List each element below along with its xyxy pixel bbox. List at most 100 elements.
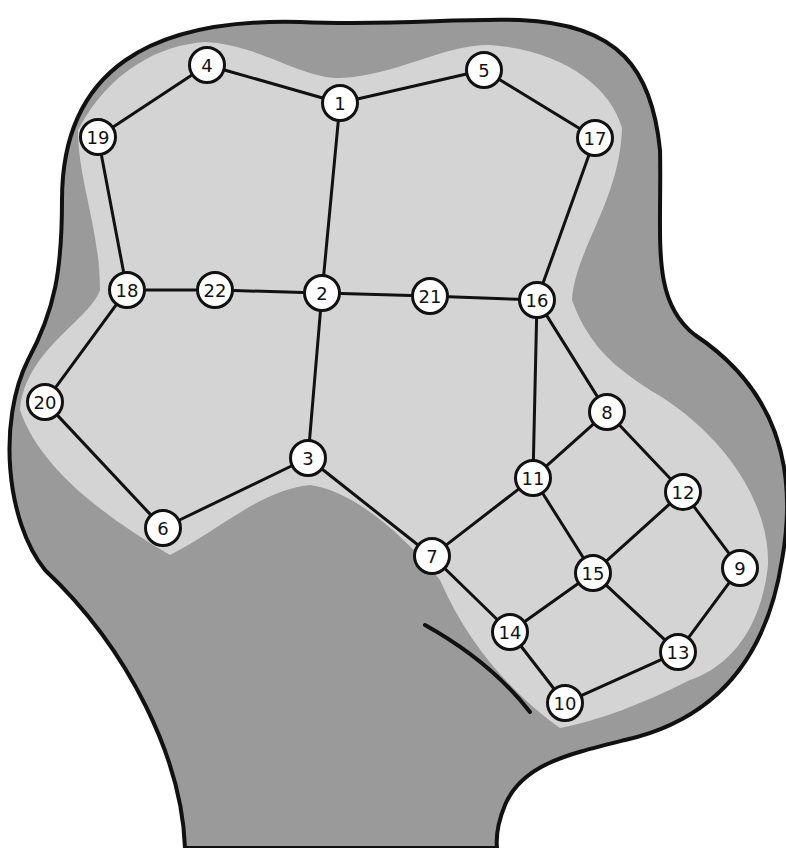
callout-circle: 17	[576, 119, 614, 157]
callout-circle: 20	[26, 383, 64, 421]
callout-number: 18	[116, 280, 139, 301]
connector-line	[533, 319, 536, 459]
connector-line	[500, 80, 579, 128]
callout-number: 8	[601, 402, 612, 423]
connector-line	[58, 416, 150, 514]
circle-shape	[323, 86, 358, 121]
callout-number: 1	[334, 93, 345, 114]
callout-number: 2	[316, 283, 327, 304]
callout-circle: 4	[188, 46, 226, 84]
callout-circle: 7	[413, 537, 451, 575]
callout-number: 13	[667, 642, 690, 663]
callout-circle: 21	[411, 277, 449, 315]
connector-line	[547, 316, 597, 396]
circle-shape	[415, 539, 450, 574]
callout-number: 15	[582, 563, 605, 584]
callout-circle: 15	[574, 554, 612, 592]
circle-shape	[110, 273, 145, 308]
circle-shape	[198, 273, 233, 308]
connector-line	[543, 156, 588, 282]
bone-outline	[9, 20, 786, 848]
connector-line	[582, 660, 660, 695]
callout-circle: 12	[664, 473, 702, 511]
circle-shape	[146, 511, 181, 546]
callout-circle: 18	[108, 271, 146, 309]
circle-shape	[661, 635, 696, 670]
callout-number: 12	[672, 482, 695, 503]
callout-circle: 3	[289, 439, 327, 477]
connector-line	[607, 586, 664, 639]
connector-line	[234, 291, 303, 293]
connector-line	[620, 426, 670, 478]
connector-line	[180, 466, 291, 519]
connector-line	[310, 312, 321, 439]
connector-line	[694, 507, 728, 553]
connector-line	[323, 470, 417, 544]
circle-shape	[723, 551, 758, 586]
circle-shape	[666, 475, 701, 510]
connector-line	[146, 289, 196, 292]
circle-shape	[578, 121, 613, 156]
connector-line	[225, 70, 321, 98]
callout-circle: 1	[321, 84, 359, 122]
circle-shape	[305, 276, 340, 311]
circle-shape	[413, 279, 448, 314]
connector-line	[689, 583, 728, 636]
connector-line	[114, 75, 191, 126]
connector-line	[324, 122, 338, 274]
callout-number: 19	[87, 127, 110, 148]
callout-number: 5	[478, 60, 489, 81]
callout-number: 4	[201, 55, 212, 76]
callout-number: 7	[426, 546, 437, 567]
callout-number: 17	[584, 128, 607, 149]
circle-shape	[28, 385, 63, 420]
circle-shape	[493, 615, 528, 650]
connector-line	[522, 647, 554, 688]
circle-shape	[467, 53, 502, 88]
callout-circle: 16	[518, 281, 556, 319]
callout-circle: 2	[303, 274, 341, 312]
callout-circle: 13	[659, 633, 697, 671]
connector-line	[359, 74, 466, 99]
circle-shape	[291, 441, 326, 476]
connector-line	[543, 494, 583, 557]
callout-number: 14	[499, 622, 522, 643]
circle-shape	[81, 120, 116, 155]
callout-number: 20	[34, 392, 57, 413]
connector-line	[56, 305, 116, 386]
connector-line	[446, 569, 497, 618]
connector-line	[547, 425, 593, 466]
circle-shape	[590, 395, 625, 430]
callout-circle: 10	[546, 684, 584, 722]
circle-shape	[576, 556, 611, 591]
callout-circle: 8	[588, 393, 626, 431]
callout-number: 16	[526, 290, 549, 311]
callout-number: 3	[302, 448, 313, 469]
callout-circle: 22	[196, 271, 234, 309]
callout-circle: 9	[721, 549, 759, 587]
connector-line	[525, 584, 577, 621]
connector-line	[447, 490, 518, 545]
connector-line	[341, 294, 411, 296]
callout-number: 6	[157, 518, 168, 539]
callout-number: 22	[204, 280, 227, 301]
callout-circle: 5	[465, 51, 503, 89]
callout-circle: 19	[79, 118, 117, 156]
callout-number: 9	[734, 558, 745, 579]
callout-circle: 11	[514, 459, 552, 497]
connector-line	[449, 297, 518, 300]
callout-circle: 14	[491, 613, 529, 651]
callout-circle: 6	[144, 509, 182, 547]
callout-number: 11	[522, 468, 545, 489]
circle-shape	[520, 283, 555, 318]
articular-region	[20, 42, 768, 728]
connector-line	[607, 505, 669, 561]
circle-shape	[516, 461, 551, 496]
circle-shape	[548, 686, 583, 721]
circle-shape	[190, 48, 225, 83]
callout-number: 10	[554, 693, 577, 714]
connector-line	[102, 156, 124, 272]
callout-number: 21	[419, 286, 442, 307]
